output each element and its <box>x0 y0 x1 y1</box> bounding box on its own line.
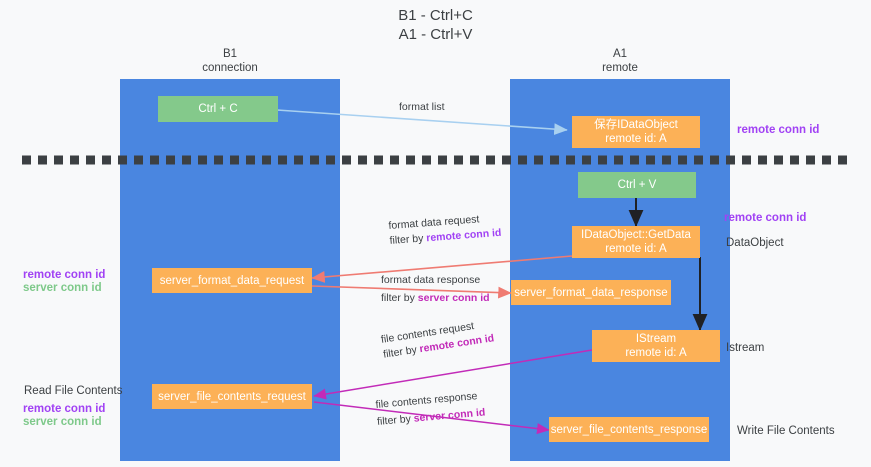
filter-prefix: filter by <box>389 232 427 247</box>
annotation-left-remote-conn-id-2: remote conn id <box>23 403 106 415</box>
annotation-remote-conn-id-mid: remote conn id <box>724 212 807 224</box>
box-istream[interactable]: IStream remote id: A <box>592 330 720 362</box>
annotation-left-remote-conn-id: remote conn id <box>23 269 106 281</box>
edge-label-group-format-data-request: format data request filter by remote con… <box>388 211 502 249</box>
box-ctrl-c[interactable]: Ctrl + C <box>158 96 278 122</box>
edge-label-group-file-contents-response: file contents response filter by server … <box>375 389 486 430</box>
filter-prefix: filter by <box>381 292 418 304</box>
column-header-a1: A1 remote <box>602 48 638 74</box>
annotation-remote-conn-id-top: remote conn id <box>737 124 820 136</box>
box-server-format-data-request[interactable]: server_format_data_request <box>152 268 312 293</box>
edge-label-group-file-contents-request: file contents request filter by remote c… <box>380 316 495 362</box>
box-server-file-contents-response[interactable]: server_file_contents_response <box>549 417 709 442</box>
box-idataobject-getdata[interactable]: IDataObject::GetData remote id: A <box>572 226 700 258</box>
annotation-write-file-contents: Write File Contents <box>737 425 835 437</box>
box-ctrl-v[interactable]: Ctrl + V <box>578 172 696 198</box>
diagram-title: B1 - Ctrl+C A1 - Ctrl+V <box>398 7 473 43</box>
box-server-file-contents-request[interactable]: server_file_contents_request <box>152 384 312 409</box>
edge-label-format-data-response-filter: filter by server conn id <box>381 291 490 306</box>
edge-label-format-data-response: format data response <box>381 274 481 286</box>
annotation-left-server-conn-id-2: server conn id <box>23 416 102 428</box>
filter-prefix: filter by <box>382 343 421 361</box>
column-header-b1: B1 connection <box>202 48 258 74</box>
annotation-read-file-contents: Read File Contents <box>24 385 123 397</box>
box-save-idataobject[interactable]: 保存IDataObject remote id: A <box>572 116 700 148</box>
edge-label-format-list: format list <box>399 101 445 113</box>
filter-prefix: filter by <box>376 412 415 428</box>
annotation-istream: Istream <box>726 342 765 354</box>
annotation-dataobject: DataObject <box>726 237 784 249</box>
filter-key-server-conn-id: server conn id <box>417 292 490 304</box>
filter-key-server-conn-id: server conn id <box>413 406 486 425</box>
edge-label-group-format-data-response: format data response filter by server co… <box>381 273 490 306</box>
box-server-format-data-response[interactable]: server_format_data_response <box>511 280 671 305</box>
annotation-left-server-conn-id: server conn id <box>23 282 102 294</box>
filter-key-remote-conn-id: remote conn id <box>425 226 502 245</box>
